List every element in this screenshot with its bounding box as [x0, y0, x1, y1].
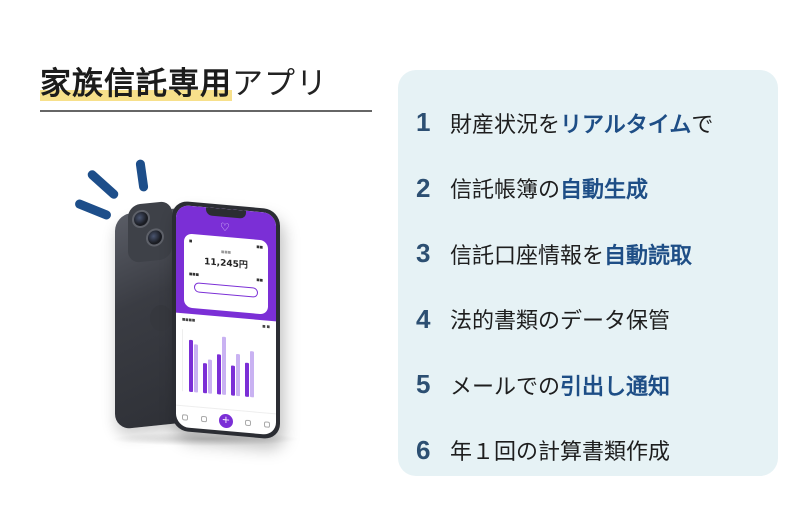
feature-text: 年１回の計算書類作成 [450, 440, 671, 466]
title-block: 家族信託専用アプリ [40, 58, 328, 103]
phone-front: ♡ ■■■ ■■■ 11,245円 ■■■■■ ■■■■■ ■ + [172, 200, 280, 440]
bottom-nav: + [176, 404, 276, 436]
screen-header: ♡ ■■■ ■■■ 11,245円 ■■■■■ [176, 204, 276, 322]
feature-item: 4 法的書類のデータ保管 [416, 287, 778, 353]
card-action-button[interactable] [194, 282, 258, 298]
home-icon[interactable] [182, 413, 189, 421]
heart-icon: ♡ [220, 220, 230, 235]
feature-text: 信託帳簿の自動生成 [450, 178, 649, 204]
phone-screen: ♡ ■■■ ■■■ 11,245円 ■■■■■ ■■■■■ ■ + [176, 204, 276, 436]
calendar-icon[interactable] [245, 419, 252, 426]
feature-emphasis: リアルタイム [560, 112, 692, 138]
add-button[interactable]: + [218, 412, 233, 429]
phone-notch [206, 207, 246, 219]
feature-text: 法的書類のデータ保管 [450, 309, 671, 335]
feature-number: 4 [416, 303, 431, 334]
camera-lens-icon [132, 209, 150, 229]
feature-item: 1 財産状況をリアルタイムで [416, 90, 778, 156]
chart-bars [182, 329, 270, 399]
document-icon[interactable] [200, 415, 207, 422]
feature-item: 6 年１回の計算書類作成 [416, 418, 778, 484]
title-divider [40, 110, 372, 112]
page-title: 家族信託専用アプリ [40, 58, 328, 103]
camera-lens-icon [146, 227, 164, 248]
feature-item: 2 信託帳簿の自動生成 [416, 156, 778, 222]
feature-number: 1 [416, 107, 431, 138]
title-rest: アプリ [232, 66, 328, 102]
burst-line [73, 198, 113, 221]
logo-icon [150, 305, 172, 331]
feature-emphasis: 自動読取 [604, 243, 693, 269]
feature-number: 2 [416, 172, 431, 203]
feature-text: 財産状況をリアルタイムで [450, 112, 714, 138]
burst-line [135, 159, 149, 192]
feature-number: 6 [416, 434, 431, 465]
feature-item: 5 メールでの引出し通知 [416, 352, 778, 418]
feature-emphasis: 引出し通知 [560, 374, 671, 400]
feature-text: 信託口座情報を自動読取 [450, 243, 693, 269]
feature-number: 3 [416, 238, 431, 269]
burst-line [85, 168, 121, 201]
balance-card: ■■■ ■■■ 11,245円 ■■■■■ [184, 233, 268, 315]
card-bottom-row: ■■■■■ [189, 271, 263, 283]
report-chart: ■■■■■ ■ [176, 313, 276, 404]
feature-panel: 1 財産状況をリアルタイムで 2 信託帳簿の自動生成 3 信託口座情報を自動読取… [398, 70, 778, 476]
camera-module [128, 200, 172, 264]
feature-emphasis: 自動生成 [560, 178, 649, 204]
feature-text: メールでの引出し通知 [450, 374, 671, 400]
feature-item: 3 信託口座情報を自動読取 [416, 221, 778, 287]
feature-number: 5 [416, 369, 431, 400]
settings-icon[interactable] [263, 420, 270, 428]
title-highlight: 家族信託専用 [40, 66, 232, 102]
